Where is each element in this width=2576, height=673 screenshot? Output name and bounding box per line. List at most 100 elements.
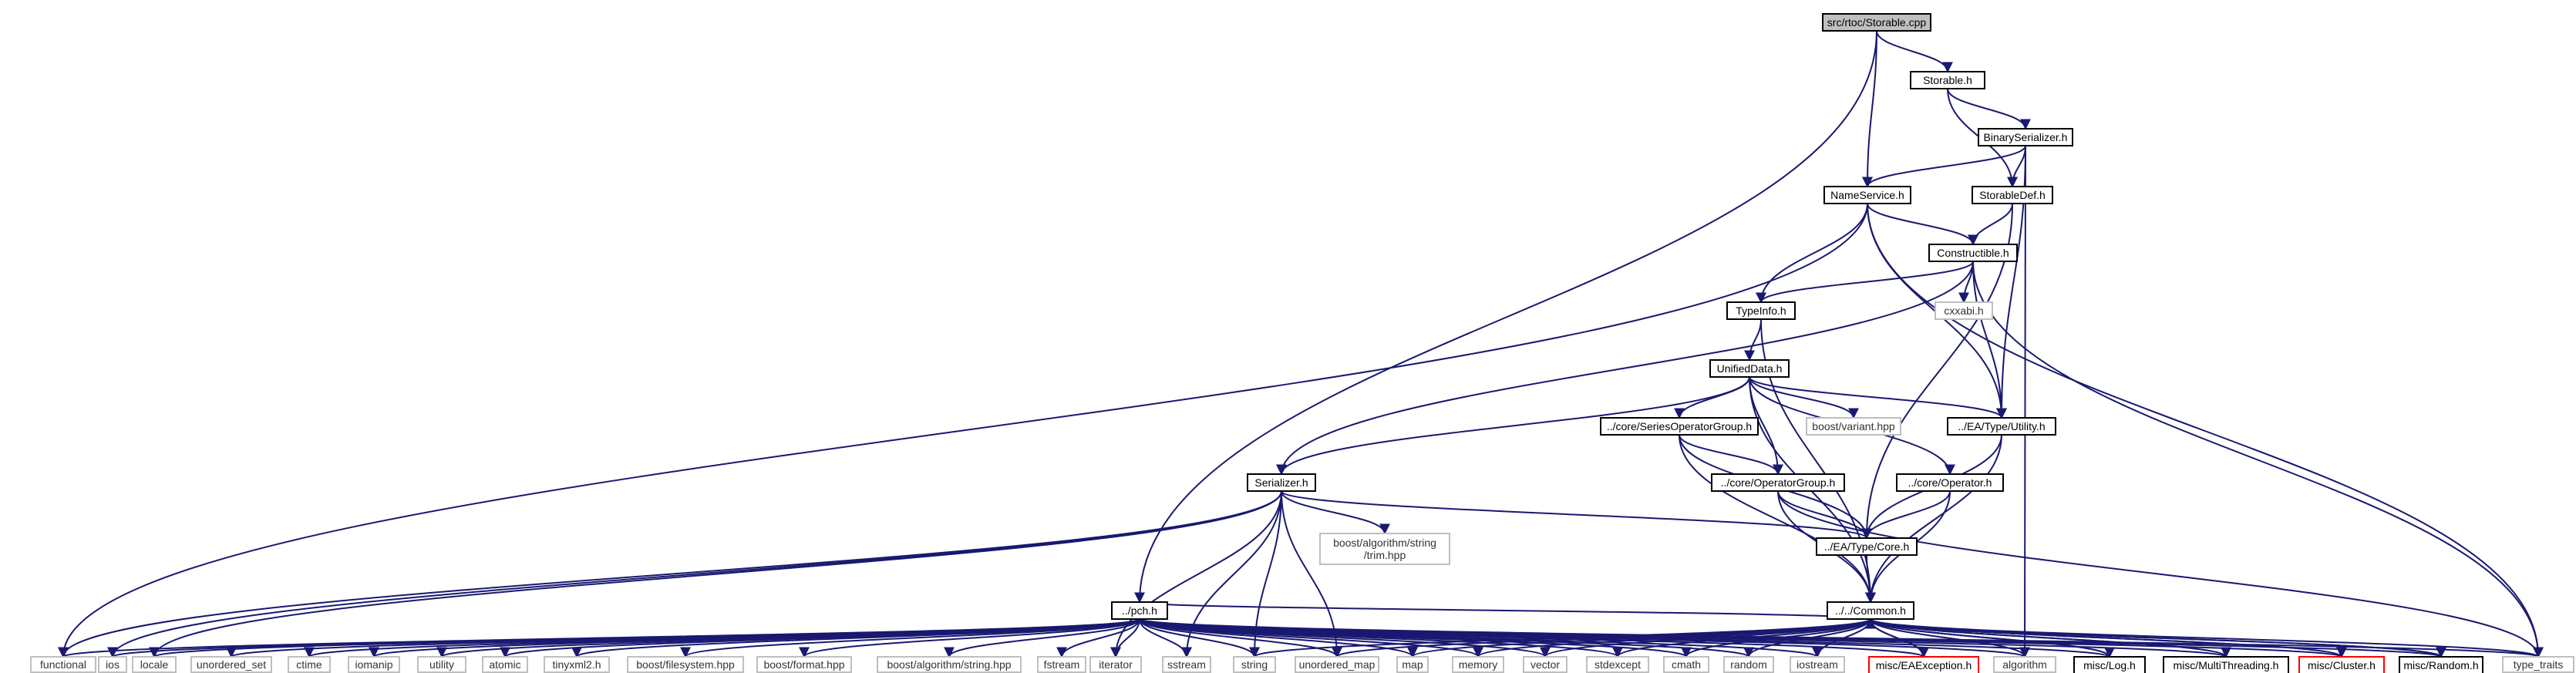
node-box (2163, 656, 2289, 673)
node-fstream: fstream (1037, 656, 1086, 673)
node-box (288, 656, 331, 673)
node-label: functional (40, 658, 86, 671)
node-box (1709, 359, 1790, 378)
node-label: ../EA/Type/Core.h (1824, 540, 1910, 553)
edge-constructible_h-to-serializer_h (1276, 261, 1974, 476)
node-label: ../EA/Type/Utility.h (1958, 420, 2045, 432)
node-ea-core-h[interactable]: ../EA/Type/Core.h (1816, 537, 1918, 556)
node-box (1910, 71, 1985, 89)
node-box (1978, 128, 2073, 146)
node-label: iomanip (355, 658, 392, 671)
node-label: misc/Random.h (2403, 659, 2478, 671)
edge-pch_h-to-fstream (1056, 618, 1140, 658)
node-box (417, 656, 466, 673)
node-label: atomic (489, 658, 520, 671)
node-misc-random[interactable]: misc/Random.h (2399, 656, 2483, 673)
node-label: src/rtoc/Storable.cpp (1827, 16, 1927, 29)
edge-misc_log-to-common_h (1865, 617, 2110, 658)
node-label: misc/Cluster.h (2308, 659, 2376, 671)
node-typeinfo-h[interactable]: TypeInfo.h (1726, 301, 1796, 320)
node-box (190, 656, 272, 673)
node-box (1827, 601, 1914, 620)
edge-serializer_h-to-boost_trim (1281, 490, 1390, 535)
node-box (1928, 244, 2018, 262)
node-box (1972, 186, 2053, 204)
node-box (1868, 656, 1979, 673)
node-box (1247, 473, 1316, 492)
node-vector: vector (1523, 656, 1567, 673)
node-label: sstream (1167, 658, 1206, 671)
edge-seriesopgroup_h-to-common_h (1679, 434, 1876, 604)
edge-ea_utility_h-to-common_h (1865, 434, 2002, 604)
node-label: ios (106, 658, 120, 671)
node-label: ../../Common.h (1835, 604, 1906, 617)
node-label: unordered_map (1299, 658, 1376, 671)
edge-constructible_h-to-typeinfo_h (1756, 261, 1974, 304)
node-ea-utility-h[interactable]: ../EA/Type/Utility.h (1947, 417, 2056, 436)
node-random: random (1723, 656, 1774, 673)
node-nameservice-h[interactable]: NameService.h (1823, 186, 1911, 204)
node-misc-log[interactable]: misc/Log.h (2073, 656, 2146, 673)
node-box (756, 656, 852, 673)
edge-pch_h-to-ctime (304, 618, 1140, 658)
node-label: iostream (1796, 658, 1838, 671)
node-constructible-h[interactable]: Constructible.h (1928, 244, 2018, 262)
edge-common_h-to-cmath (1681, 618, 1871, 658)
node-operator-h[interactable]: ../core/Operator.h (1896, 473, 2004, 492)
node-box (1823, 186, 1911, 204)
node-label: BinarySerializer.h (1984, 131, 2068, 143)
node-common-h[interactable]: ../../Common.h (1827, 601, 1914, 620)
node-functional: functional (30, 656, 96, 673)
node-binaryserializer-h[interactable]: BinarySerializer.h (1978, 128, 2073, 146)
edge-nameservice_h-to-constructible_h (1867, 203, 1978, 246)
node-box (2502, 656, 2574, 673)
edge-serializer_h-to-locale (149, 490, 1282, 658)
node-label: cxxabi.h (1944, 305, 1983, 317)
node-label: iterator (1099, 658, 1133, 671)
node-cxxabi-h: cxxabi.h (1935, 301, 1993, 320)
node-box (1452, 656, 1504, 673)
node-unordered-map: unordered_map (1295, 656, 1379, 673)
node-opgroup-h[interactable]: ../core/OperatorGroup.h (1711, 473, 1845, 492)
edge-opgroup_h-to-ea_core_h (1777, 490, 1872, 540)
node-stdexcept: stdexcept (1586, 656, 1649, 673)
node-label: misc/EAException.h (1876, 659, 1972, 671)
edge-pch_h-to-unordered_map (1139, 618, 1342, 658)
edge-constructible_h-to-ea_utility_h (1972, 261, 2007, 419)
node-misc-multithreading[interactable]: misc/MultiThreading.h (2163, 656, 2289, 673)
node-unifieddata-h[interactable]: UnifiedData.h (1709, 359, 1790, 378)
edge-pch_h-to-boost_filesystem (680, 618, 1140, 658)
node-box (2399, 656, 2483, 673)
node-box (98, 656, 127, 673)
node-pch-h[interactable]: ../pch.h (1111, 601, 1168, 620)
edge-constructible_h-to-type_traits (1972, 261, 2544, 658)
node-seriesopgroup-h[interactable]: ../core/SeriesOperatorGroup.h (1600, 417, 1759, 436)
node-label: vector (1530, 658, 1560, 671)
node-label: ../pch.h (1122, 604, 1157, 617)
node-label: TypeInfo.h (1736, 305, 1786, 317)
edge-pch_h-to-utility (436, 618, 1140, 658)
node-storabledef-h[interactable]: StorableDef.h (1972, 186, 2053, 204)
node-memory: memory (1452, 656, 1504, 673)
edge-misc_multithreading-to-common_h (1865, 617, 2227, 658)
node-label: ../core/Operator.h (1908, 476, 1992, 489)
edge-misc_cluster-to-common_h (1865, 617, 2342, 658)
node-box (627, 656, 744, 673)
edge-storable_cpp-to-storable_h (1876, 30, 1953, 73)
node-box (1233, 656, 1276, 673)
node-label: utility (429, 658, 454, 671)
edge-unifieddata_h-to-seriesopgroup_h (1674, 376, 1750, 419)
node-box (1806, 417, 1901, 436)
edge-pch_h-to-locale (149, 618, 1140, 658)
edge-misc_random-to-common_h (1865, 617, 2442, 658)
node-box (1600, 417, 1759, 436)
node-serializer-h[interactable]: Serializer.h (1247, 473, 1316, 492)
dependency-edges (58, 30, 2544, 658)
edge-common_h-to-algorithm (1870, 618, 2030, 658)
node-sstream: sstream (1162, 656, 1211, 673)
node-storable-h[interactable]: Storable.h (1910, 71, 1985, 89)
edge-common_h-to-vector (1540, 618, 1871, 658)
node-label: random (1730, 658, 1766, 671)
edge-unifieddata_h-to-boost_variant (1749, 376, 1859, 419)
node-box (1089, 656, 1142, 673)
